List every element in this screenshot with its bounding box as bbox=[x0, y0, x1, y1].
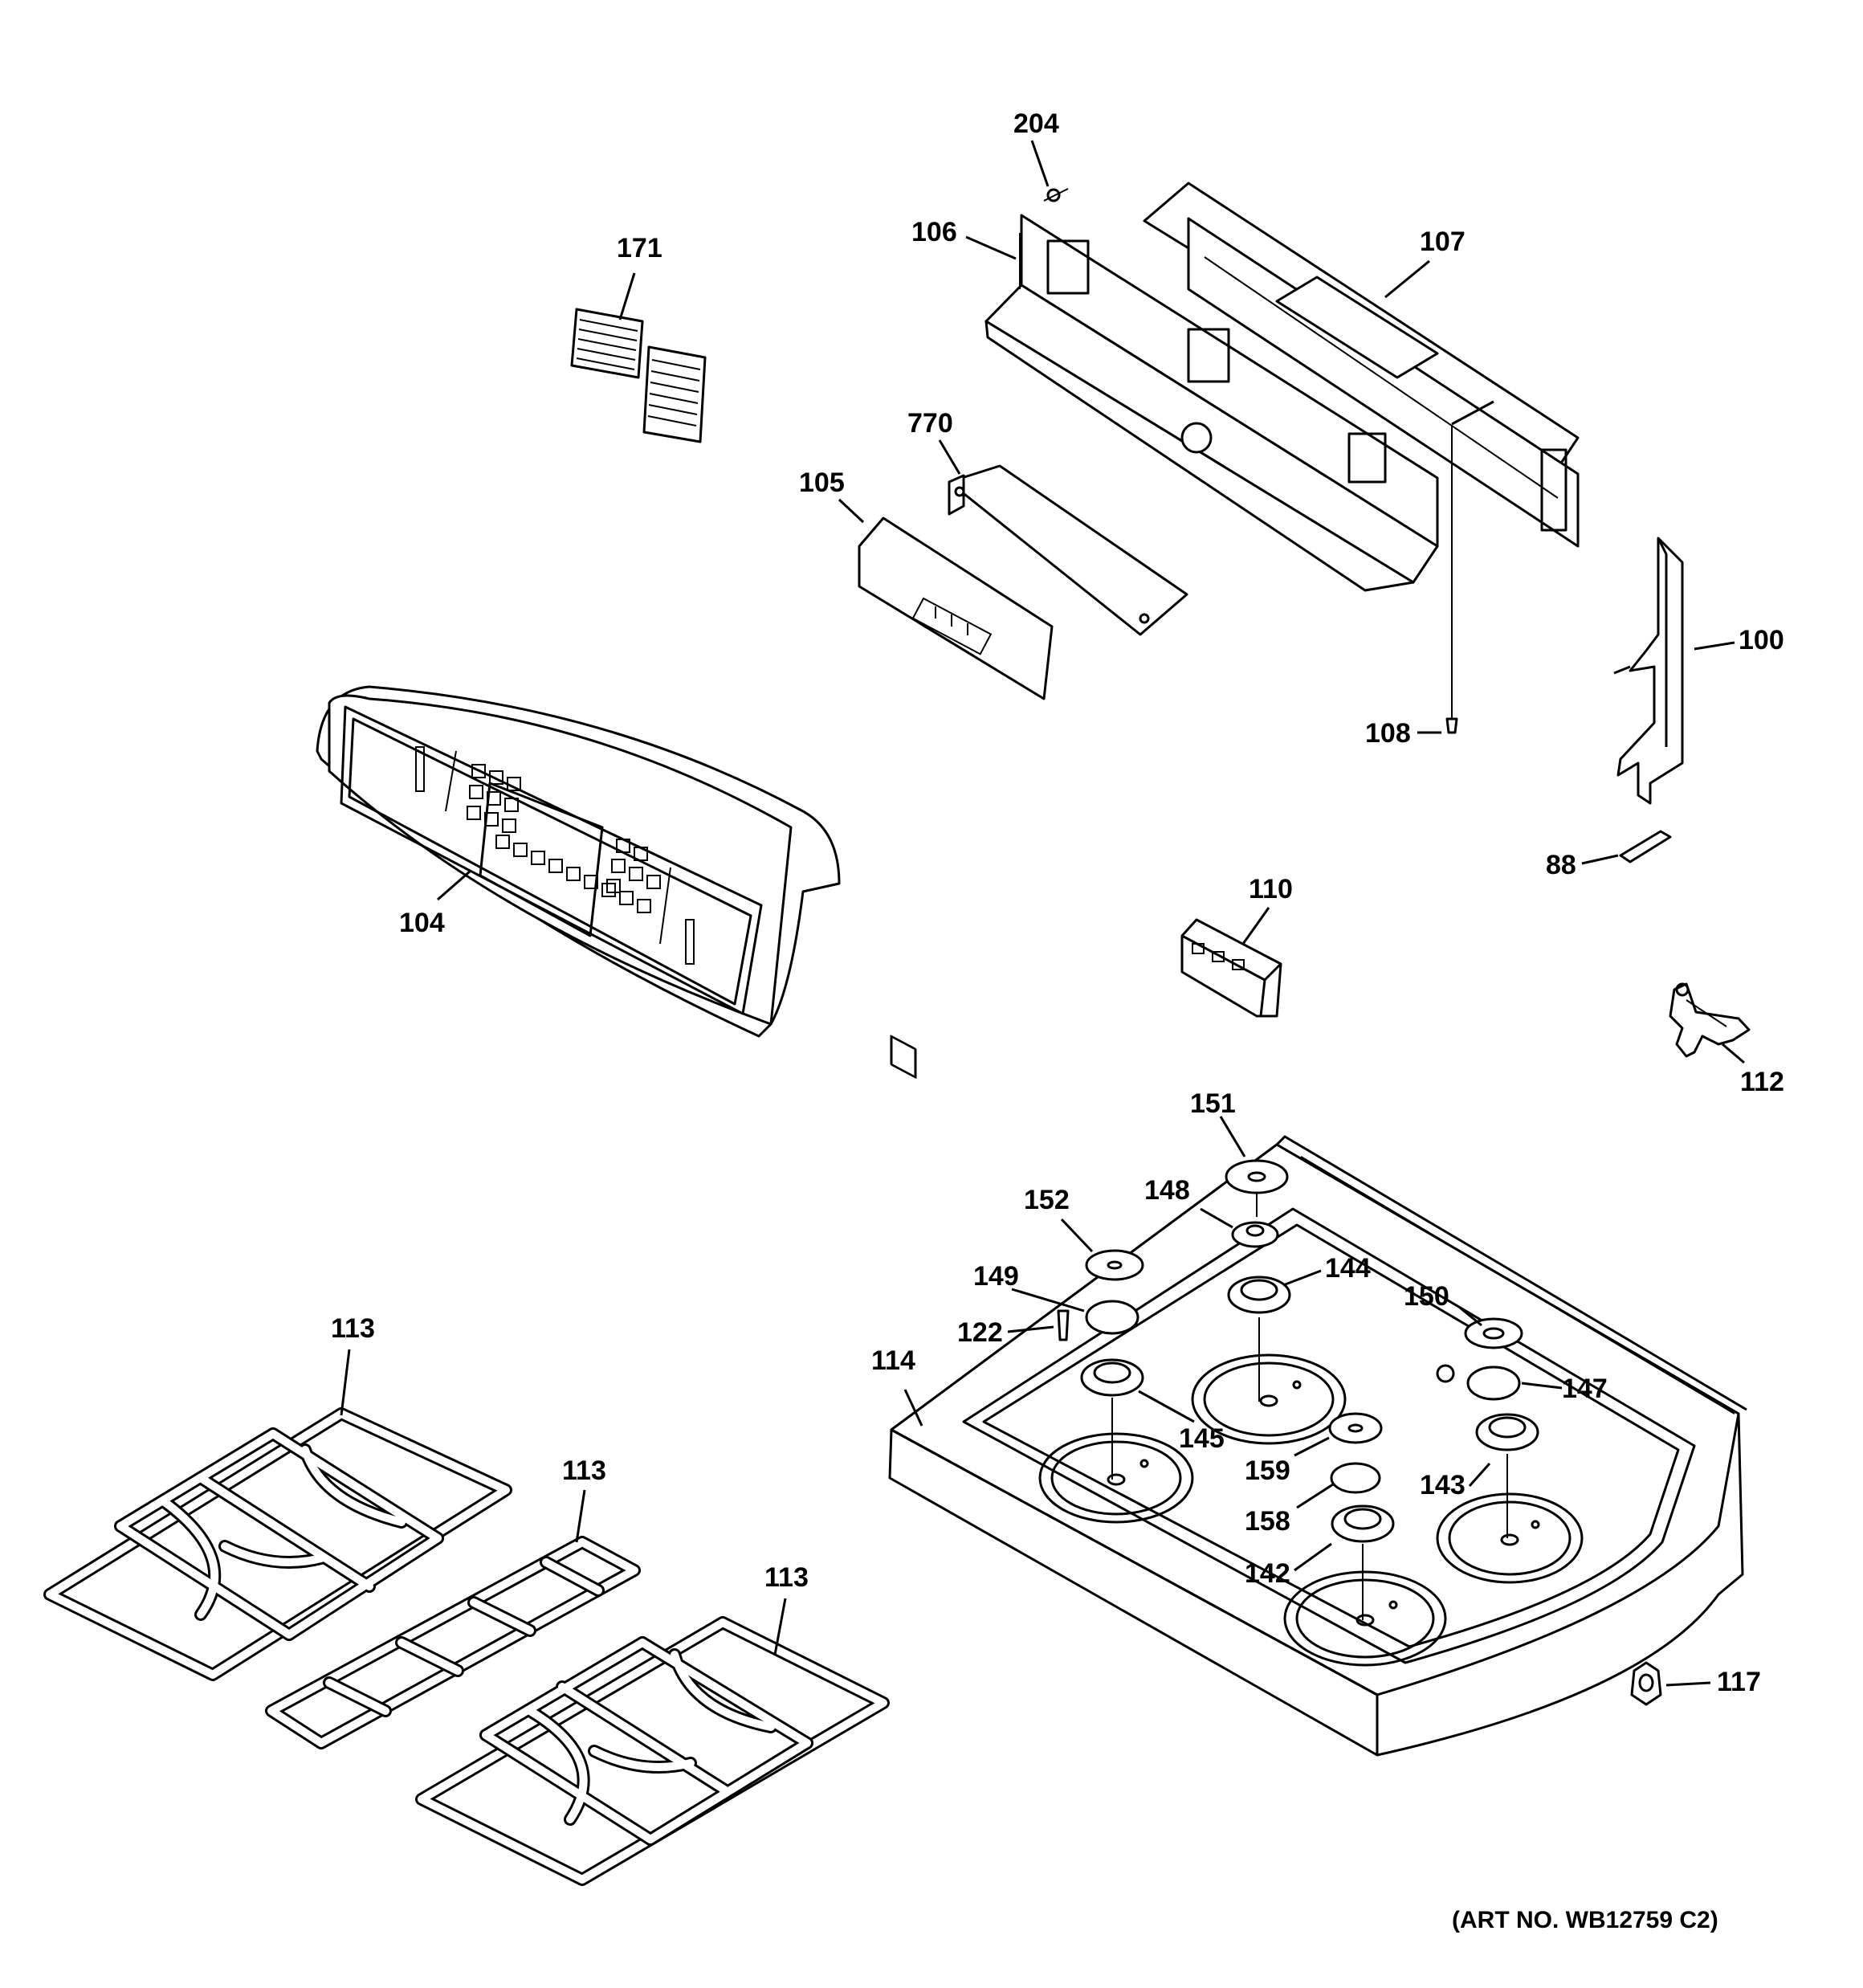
leader-lines bbox=[340, 140, 1745, 1687]
part-113-center-grate bbox=[265, 1536, 641, 1749]
label-110: 110 bbox=[1249, 874, 1293, 904]
cap-150 bbox=[1464, 1317, 1523, 1349]
burner-head-143 bbox=[1475, 1413, 1539, 1538]
label-158: 158 bbox=[1245, 1506, 1290, 1537]
label-108: 108 bbox=[1365, 718, 1411, 749]
part-112-valve-bracket bbox=[1669, 982, 1751, 1058]
label-147: 147 bbox=[1562, 1374, 1608, 1404]
label-113-right: 113 bbox=[764, 1562, 809, 1593]
label-107: 107 bbox=[1420, 227, 1466, 257]
part-204-screw bbox=[1043, 188, 1069, 202]
part-100-side-trim bbox=[1613, 537, 1684, 805]
cap-147 bbox=[1466, 1365, 1521, 1401]
label-105: 105 bbox=[799, 467, 845, 498]
label-112: 112 bbox=[1740, 1067, 1784, 1097]
label-113-left: 113 bbox=[331, 1313, 375, 1344]
burner-head-145 bbox=[1080, 1358, 1144, 1480]
label-114: 114 bbox=[871, 1345, 915, 1376]
part-113-right-burner-grate bbox=[415, 1616, 890, 1886]
part-114-cooktop bbox=[888, 1135, 1747, 1757]
part-106-control-panel-bracket bbox=[984, 214, 1439, 592]
part-171-vent-grille bbox=[570, 308, 707, 443]
label-159: 159 bbox=[1245, 1455, 1290, 1486]
part-107-rear-shield bbox=[1143, 182, 1580, 548]
label-204: 204 bbox=[1013, 108, 1059, 139]
label-152: 152 bbox=[1024, 1185, 1070, 1215]
label-104: 104 bbox=[399, 908, 445, 938]
part-113-left-burner-grate bbox=[43, 1407, 512, 1681]
label-122: 122 bbox=[957, 1317, 1003, 1348]
label-149: 149 bbox=[973, 1261, 1019, 1292]
part-105-control-board bbox=[858, 516, 1054, 1079]
label-145: 145 bbox=[1179, 1423, 1225, 1454]
part-108-screw bbox=[1445, 426, 1458, 734]
label-100: 100 bbox=[1739, 625, 1784, 655]
burner-head-144 bbox=[1227, 1276, 1291, 1402]
part-117-grommet bbox=[1630, 1661, 1662, 1706]
label-770: 770 bbox=[907, 408, 953, 439]
burner-head-142 bbox=[1331, 1504, 1395, 1620]
cap-149 bbox=[1085, 1300, 1139, 1335]
cap-158 bbox=[1330, 1462, 1381, 1494]
cap-151 bbox=[1225, 1159, 1289, 1217]
cap-152 bbox=[1085, 1249, 1144, 1281]
label-171: 171 bbox=[617, 233, 662, 263]
cap-159 bbox=[1328, 1412, 1383, 1444]
part-122-screw bbox=[1057, 1309, 1070, 1341]
part-labels: 204 106 107 171 770 105 100 108 88 104 1… bbox=[331, 108, 1784, 1697]
part-770-bracket bbox=[948, 464, 1188, 636]
part-110-spark-module bbox=[1180, 918, 1282, 1018]
part-104-control-panel-backsplash bbox=[316, 685, 841, 1038]
label-117: 117 bbox=[1717, 1667, 1761, 1697]
label-144: 144 bbox=[1325, 1253, 1371, 1284]
label-148: 148 bbox=[1144, 1175, 1190, 1206]
cap-148 bbox=[1231, 1221, 1279, 1248]
label-106: 106 bbox=[911, 217, 957, 247]
label-113-center: 113 bbox=[562, 1455, 606, 1486]
label-143: 143 bbox=[1420, 1470, 1466, 1500]
label-142: 142 bbox=[1245, 1558, 1290, 1589]
label-88: 88 bbox=[1546, 850, 1576, 880]
part-88-clip bbox=[1619, 830, 1672, 863]
label-151: 151 bbox=[1190, 1088, 1236, 1119]
label-150: 150 bbox=[1404, 1281, 1449, 1312]
art-number: (ART NO. WB12759 C2) bbox=[1452, 1907, 1718, 1933]
